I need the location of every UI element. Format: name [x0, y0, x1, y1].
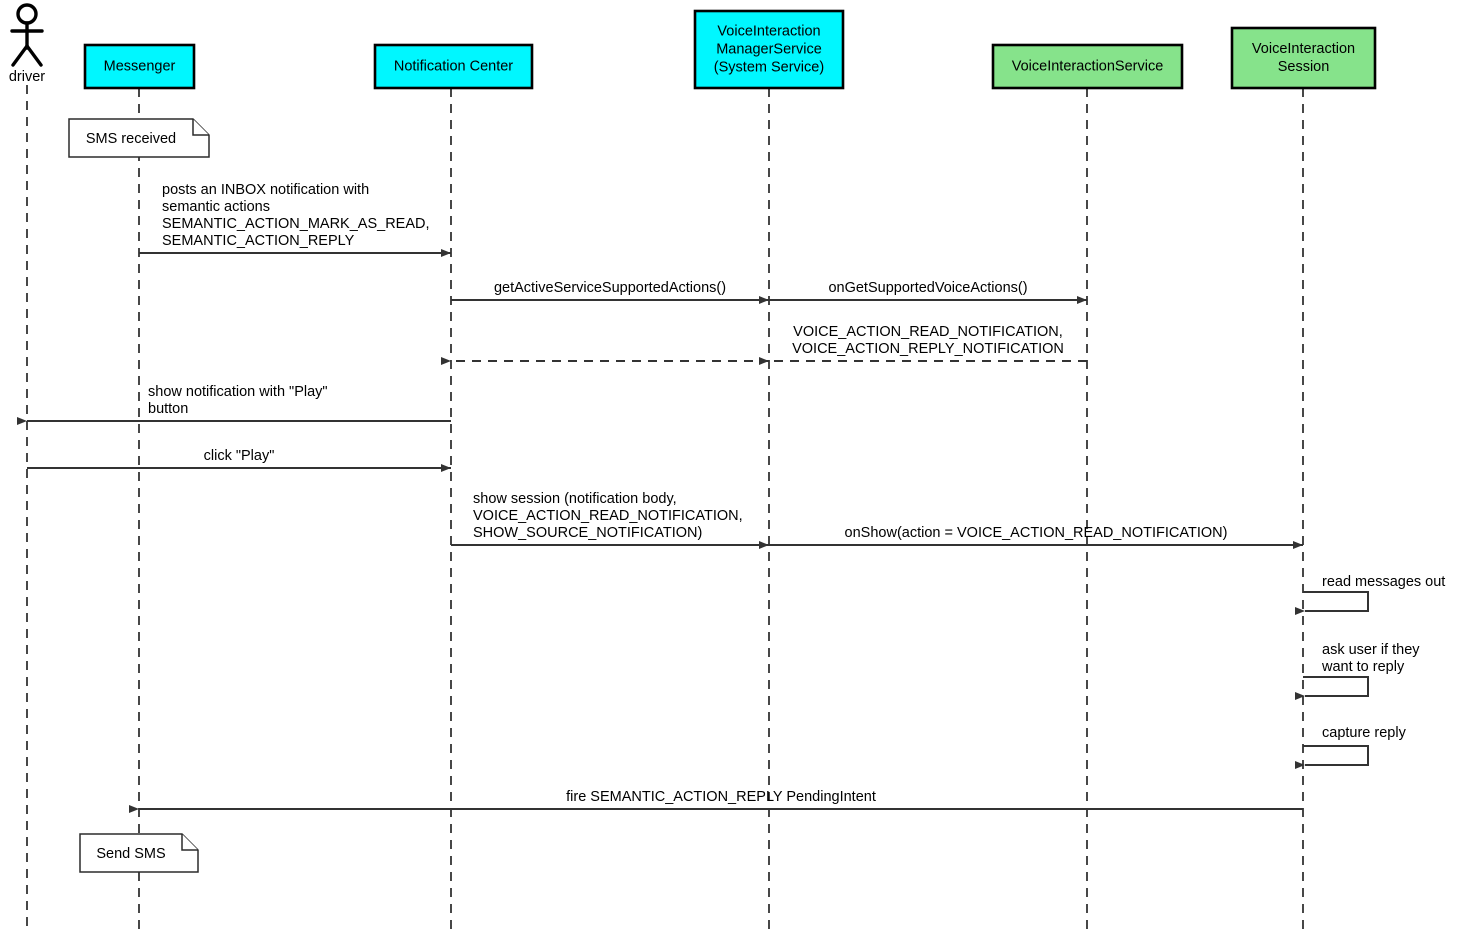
note-shape-note-sms-received — [68, 118, 210, 158]
self-message-path-self-read-messages-out[interactable] — [1295, 591, 1369, 615]
actor-driver: driver — [9, 3, 45, 85]
participant-label-voice-interaction-session: Session — [1278, 59, 1330, 75]
message-msg-get-active-service-supported-actions[interactable]: getActiveServiceSupportedActions() — [451, 280, 769, 304]
message-msg-post-inbox-notification[interactable]: posts an INBOX notification withsemantic… — [139, 182, 451, 257]
participant-label-messenger: Messenger — [104, 58, 176, 74]
lifelines-layer — [26, 85, 1304, 929]
participant-label-voice-interaction-service: VoiceInteractionService — [1012, 58, 1164, 74]
message-msg-on-get-supported-voice-actions[interactable]: onGetSupportedVoiceActions() — [769, 280, 1087, 304]
note-label-note-send-sms: Send SMS — [96, 846, 165, 862]
message-label-msg-post-inbox-notification: SEMANTIC_ACTION_REPLY — [162, 233, 355, 249]
message-label-msg-return-voice-actions-to-manager: VOICE_ACTION_REPLY_NOTIFICATION — [792, 341, 1064, 357]
note-note-send-sms: Send SMS — [79, 833, 199, 873]
actor-leg-right — [25, 44, 43, 67]
participant-label-voice-interaction-manager-service: (System Service) — [714, 59, 824, 75]
message-label-msg-show-session: show session (notification body, — [473, 491, 677, 507]
note-label-note-sms-received: SMS received — [86, 131, 176, 147]
message-label-msg-click-play: click "Play" — [204, 448, 275, 464]
message-label-msg-post-inbox-notification: SEMANTIC_ACTION_MARK_AS_READ, — [162, 216, 430, 232]
participant-box-voice-interaction-session[interactable] — [1230, 26, 1377, 90]
message-label-msg-post-inbox-notification: semantic actions — [162, 199, 270, 215]
participant-notification-center[interactable]: Notification Center — [373, 43, 534, 90]
participant-label-voice-interaction-manager-service: VoiceInteraction — [717, 23, 820, 39]
participant-box-voice-interaction-manager-service[interactable] — [693, 9, 845, 90]
message-label-msg-return-voice-actions-to-manager: VOICE_ACTION_READ_NOTIFICATION, — [793, 324, 1063, 340]
message-msg-show-notification-with-play-button[interactable]: show notification with "Play"button — [17, 384, 451, 425]
self-message-label-self-ask-user-if-they-want-to-reply: ask user if they — [1322, 642, 1420, 658]
message-msg-fire-semantic-action-reply-pending-intent[interactable]: fire SEMANTIC_ACTION_REPLY PendingIntent — [129, 789, 1303, 813]
participants-layer: Messenger Notification Center VoiceInterac… — [83, 9, 1377, 90]
note-fold-note-send-sms — [181, 834, 198, 851]
self-message-self-capture-reply[interactable]: capture reply — [1295, 725, 1407, 769]
participant-box-voice-interaction-service[interactable] — [991, 43, 1184, 90]
message-msg-show-session[interactable]: show session (notification body,VOICE_AC… — [451, 491, 769, 549]
message-label-msg-show-notification-with-play-button: show notification with "Play" — [148, 384, 328, 400]
actor-head-icon — [16, 3, 38, 25]
participant-label-voice-interaction-session: VoiceInteraction — [1252, 41, 1355, 57]
participant-box-messenger[interactable] — [83, 43, 196, 90]
message-label-msg-show-session: SHOW_SOURCE_NOTIFICATION) — [473, 525, 702, 541]
note-fold-note-sms-received — [192, 119, 209, 136]
message-label-msg-show-session: VOICE_ACTION_READ_NOTIFICATION, — [473, 508, 743, 524]
message-label-msg-fire-semantic-action-reply-pending-intent: fire SEMANTIC_ACTION_REPLY PendingIntent — [566, 789, 876, 805]
messages-layer: posts an INBOX notification withsemantic… — [17, 182, 1303, 813]
actors-layer: driver — [9, 3, 45, 85]
message-msg-click-play[interactable]: click "Play" — [27, 448, 451, 472]
self-message-self-read-messages-out[interactable]: read messages out — [1295, 574, 1445, 615]
message-msg-on-show[interactable]: onShow(action = VOICE_ACTION_READ_NOTIFI… — [769, 525, 1303, 549]
participant-label-notification-center: Notification Center — [394, 58, 513, 74]
message-label-msg-show-notification-with-play-button: button — [148, 401, 188, 417]
self-message-label-self-capture-reply: capture reply — [1322, 725, 1407, 741]
actor-leg-left — [11, 44, 29, 67]
self-message-label-self-read-messages-out: read messages out — [1322, 574, 1445, 590]
message-label-msg-on-get-supported-voice-actions: onGetSupportedVoiceActions() — [828, 280, 1027, 296]
actor-label-driver: driver — [9, 69, 45, 85]
self-message-label-self-ask-user-if-they-want-to-reply: want to reply — [1321, 659, 1405, 675]
message-label-msg-get-active-service-supported-actions: getActiveServiceSupportedActions() — [494, 280, 726, 296]
message-label-msg-post-inbox-notification: posts an INBOX notification with — [162, 182, 369, 198]
message-label-msg-on-show: onShow(action = VOICE_ACTION_READ_NOTIFI… — [845, 525, 1228, 541]
note-shape-note-send-sms — [79, 833, 199, 873]
note-note-sms-received: SMS received — [68, 118, 210, 158]
self-message-path-self-capture-reply[interactable] — [1295, 745, 1369, 769]
participant-voice-interaction-service[interactable]: VoiceInteractionService — [991, 43, 1184, 90]
participant-label-voice-interaction-manager-service: ManagerService — [716, 41, 822, 57]
participant-messenger[interactable]: Messenger — [83, 43, 196, 90]
self-message-path-self-ask-user-if-they-want-to-reply[interactable] — [1295, 676, 1369, 700]
participant-box-notification-center[interactable] — [373, 43, 534, 90]
message-msg-return-voice-actions-to-manager[interactable]: VOICE_ACTION_READ_NOTIFICATION,VOICE_ACT… — [759, 324, 1087, 365]
